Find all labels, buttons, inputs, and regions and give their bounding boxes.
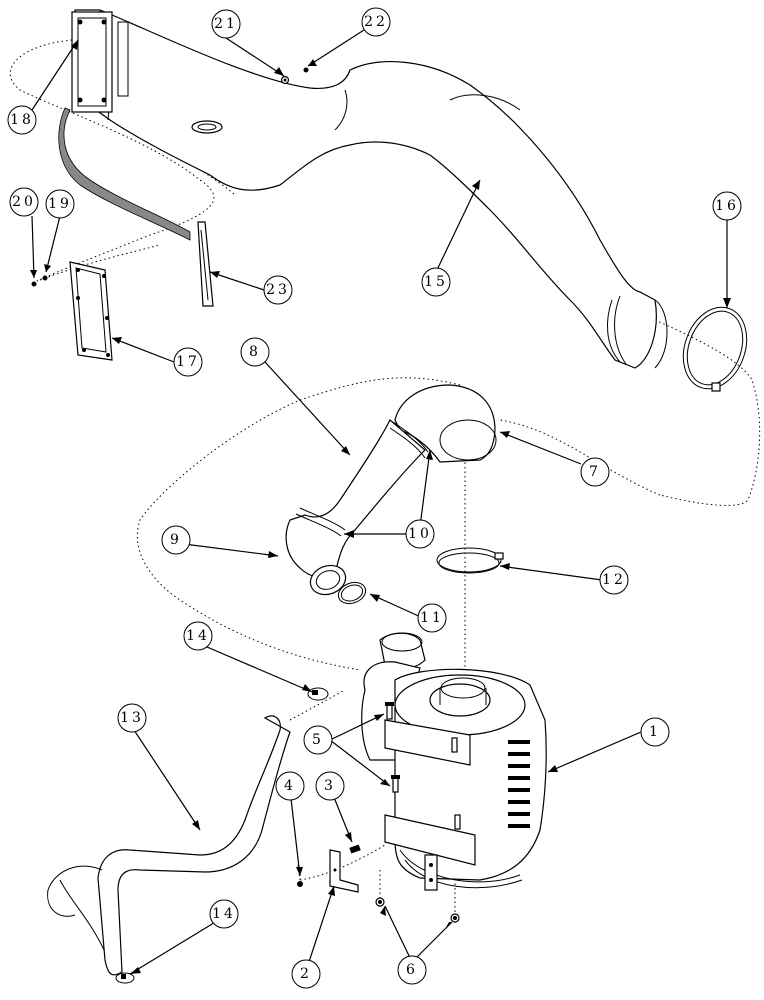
- callout-label: 21: [214, 16, 238, 32]
- clamp-11: [337, 581, 367, 605]
- callout-label: 14: [212, 906, 236, 922]
- callout-label: 13: [120, 710, 144, 726]
- callout-20: 20: [9, 187, 39, 217]
- callout-5: 5: [303, 725, 333, 755]
- callout-label: 22: [364, 14, 388, 30]
- elbow-hose: [285, 384, 497, 596]
- callout-label: 4: [284, 778, 296, 794]
- callout-label: 5: [312, 732, 324, 748]
- arrowheads: [30, 40, 731, 974]
- callout-3: 3: [315, 771, 345, 801]
- callout-label: 6: [406, 962, 418, 978]
- leader-lines: [31, 29, 728, 975]
- callout-label: 8: [249, 344, 261, 360]
- assembly-lines: [9, 39, 761, 915]
- callout-23: 23: [263, 275, 293, 305]
- nut-21: [280, 75, 290, 85]
- callout-1: 1: [640, 717, 670, 747]
- gasket-strip-23: [197, 221, 214, 307]
- callout-label: 18: [10, 112, 34, 128]
- callout-label: 7: [589, 464, 601, 480]
- callout-14-lower: 14: [209, 899, 239, 929]
- callout-label: 1: [649, 724, 661, 740]
- air-cleaner: [361, 632, 547, 891]
- callout-label: 2: [300, 966, 312, 982]
- callout-label: 20: [12, 194, 36, 210]
- bolt-3: [349, 844, 361, 854]
- callout-12: 12: [599, 565, 629, 595]
- callout-4: 4: [275, 771, 305, 801]
- callout-label: 10: [408, 526, 432, 542]
- clamp-14-upper: [307, 687, 329, 701]
- callout-label: 19: [48, 196, 72, 212]
- washer-22: [303, 67, 309, 73]
- callout-18: 18: [7, 105, 37, 135]
- nut-20: [31, 281, 37, 287]
- breather-hose: [47, 715, 291, 976]
- callout-label: 17: [176, 354, 200, 370]
- callout-label: 16: [715, 198, 739, 214]
- callout-17: 17: [173, 347, 203, 377]
- gasket-strip: [58, 107, 191, 241]
- nuts-6: [375, 897, 460, 923]
- callout-16: 16: [712, 191, 742, 221]
- nut-4: [297, 881, 303, 887]
- callout-label: 9: [170, 532, 182, 548]
- callout-label: 3: [324, 778, 336, 794]
- callout-15: 15: [421, 267, 451, 297]
- cover-plate: [69, 261, 113, 361]
- callout-22: 22: [361, 7, 391, 37]
- callout-label: 14: [186, 628, 210, 644]
- callout-9: 9: [161, 525, 191, 555]
- callout-7: 7: [580, 457, 610, 487]
- callout-6: 6: [397, 955, 427, 985]
- callout-10: 10: [405, 519, 435, 549]
- intake-duct-upper: [71, 9, 668, 369]
- callout-label: 11: [420, 610, 444, 626]
- washer-19: [42, 275, 48, 281]
- callout-8: 8: [240, 337, 270, 367]
- bracket-2: [329, 849, 359, 893]
- callout-2: 2: [291, 959, 321, 989]
- callout-label: 23: [266, 282, 290, 298]
- bolts-5: [385, 702, 461, 830]
- callout-21: 21: [211, 9, 241, 39]
- clamp-16: [682, 306, 748, 392]
- callout-11: 11: [417, 603, 447, 633]
- callout-14-upper: 14: [183, 621, 213, 651]
- clamp-12: [436, 547, 504, 574]
- clamp-14-lower: [115, 972, 135, 984]
- callout-13: 13: [117, 703, 147, 733]
- callout-label: 15: [424, 274, 448, 290]
- callout-19: 19: [45, 189, 75, 219]
- callout-label: 12: [602, 572, 626, 588]
